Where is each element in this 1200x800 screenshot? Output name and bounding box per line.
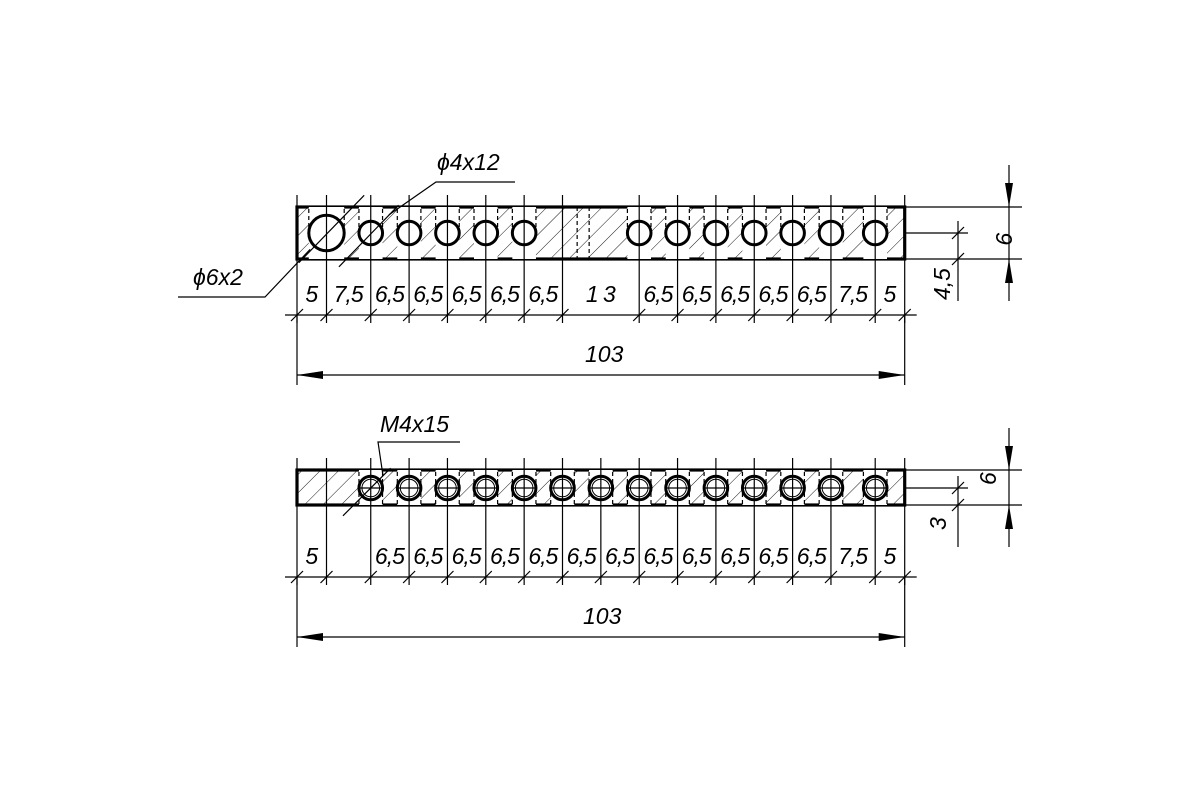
segment-dimension-label: 6,5	[413, 543, 443, 569]
dimension-arrow	[297, 371, 323, 379]
dimension-tick	[951, 226, 965, 240]
diameter-line	[298, 194, 365, 264]
dimension-arrow	[1005, 259, 1013, 283]
segment-dimension-label: 5	[884, 543, 897, 569]
dimension-arrow	[1005, 183, 1013, 207]
dimension-tick	[951, 498, 965, 512]
segment-dimension-label: 13	[586, 281, 616, 307]
hidden-line	[511, 209, 537, 231]
top-hole-offset-label: 4,5	[929, 268, 955, 300]
segment-dimension-label: 6,5	[452, 543, 482, 569]
hidden-line	[576, 207, 590, 259]
top-overall-length-label: 103	[585, 341, 624, 367]
segment-dimension-label: 7,5	[838, 281, 868, 307]
hidden-line	[473, 209, 499, 231]
top-view: 5 7,5 6,5 6,5 6,5 6,5 6,5 13 6,5 6,5 6,5 6,5 6,5 7,5 5	[178, 165, 1022, 385]
segment-dimension-label: 6,5	[758, 543, 788, 569]
segment-dimension-label: 6,5	[682, 281, 712, 307]
dimension-arrow	[878, 633, 905, 641]
hidden-line	[626, 209, 652, 231]
bottom-view: 5 6,5 6,5 6,5 6,5 6,5 6,5 6,5 6,5 6,5 6,5 6,5 6,5 7,5…	[285, 428, 1022, 647]
diameter-line	[342, 467, 391, 517]
callout-leader	[377, 441, 460, 476]
segment-dimension-label: 6,5	[758, 281, 788, 307]
hidden-line	[862, 209, 888, 231]
segment-dimension-label: 6,5	[567, 543, 597, 569]
segment-dimension-label: 6,5	[375, 543, 405, 569]
callout-large-holes-label: ϕ6x2	[193, 264, 243, 290]
segment-dimension-label: 6,5	[720, 543, 750, 569]
segment-dimension-label: 6,5	[413, 281, 443, 307]
segment-dimension-label: 6,5	[720, 281, 750, 307]
segment-dimension-label: 6,5	[528, 543, 558, 569]
hidden-line	[396, 209, 422, 231]
dimension-arrow	[878, 371, 905, 379]
segment-dimension-label: 6,5	[797, 281, 827, 307]
dimension-arrow	[1005, 505, 1013, 529]
hidden-line	[665, 209, 690, 231]
callout-leader	[388, 181, 515, 216]
hidden-line	[703, 209, 729, 231]
segment-dimension-label: 5	[305, 543, 318, 569]
diameter-line	[338, 204, 399, 268]
dimension-arrow	[297, 633, 323, 641]
segment-dimension-label: 6,5	[452, 281, 482, 307]
callout-small-holes-label: ϕ4x12	[437, 149, 500, 175]
hidden-line	[780, 209, 805, 231]
segment-dimension-label: 6,5	[375, 281, 405, 307]
bottom-height-label: 6	[975, 472, 1001, 485]
bottom-hole-offset-label: 3	[925, 517, 951, 530]
segment-dimension-label: 6,5	[490, 543, 520, 569]
dimension-tick	[951, 481, 965, 495]
dimension-tick	[951, 252, 965, 266]
top-height-label: 9	[991, 232, 1017, 245]
segment-dimension-label: 6,5	[605, 543, 635, 569]
segment-dimension-label: 7,5	[334, 281, 364, 307]
dimension-arrow	[1005, 446, 1013, 470]
callout-leader	[178, 248, 311, 298]
segment-dimension-label: 7,5	[838, 543, 868, 569]
hidden-line	[435, 209, 460, 231]
bar-body	[295, 205, 907, 261]
bottom-overall-length-label: 103	[583, 603, 622, 629]
hidden-line	[818, 209, 844, 231]
segment-dimension-label: 6,5	[490, 281, 520, 307]
hidden-line	[741, 209, 767, 231]
segment-dimension-label: 5	[305, 281, 318, 307]
segment-dimension-label: 6,5	[643, 281, 673, 307]
segment-dimension-label: 6,5	[682, 543, 712, 569]
segment-dimension-label: 6,5	[643, 543, 673, 569]
hidden-line	[358, 209, 384, 231]
callout-threaded-holes-label: M4x15	[380, 411, 449, 437]
segment-dimension-label: 6,5	[797, 543, 827, 569]
segment-dimension-label: 6,5	[528, 281, 558, 307]
hidden-line	[308, 209, 345, 231]
segment-dimension-label: 5	[884, 281, 897, 307]
